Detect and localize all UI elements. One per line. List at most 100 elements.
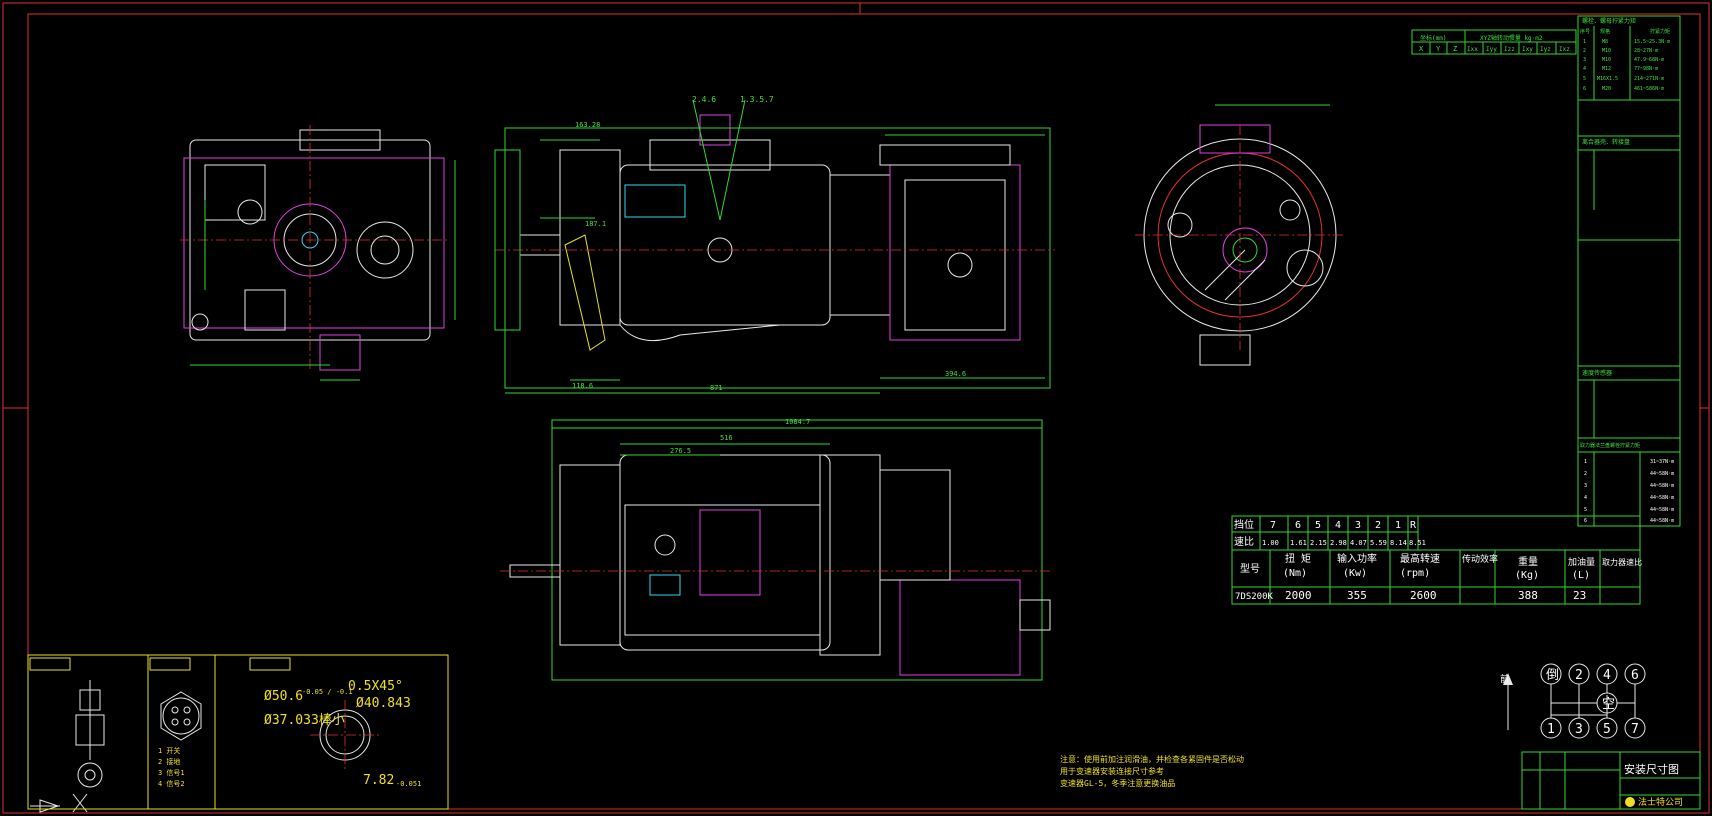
spec-ratio-label: 速比 bbox=[1234, 536, 1254, 548]
spec-value-torque: 2000 bbox=[1285, 589, 1312, 602]
bolt-row-3-torque: 47.9~68N·m bbox=[1634, 57, 1664, 63]
spec-ratio-1: 8.14 bbox=[1390, 539, 1407, 547]
dim-516: 516 bbox=[720, 434, 733, 442]
dim-width: 7.82 bbox=[363, 773, 394, 788]
left-end-view bbox=[180, 125, 456, 381]
pto-row-6-no: 6 bbox=[1584, 518, 1587, 524]
spec-gear-r: R bbox=[1410, 520, 1417, 531]
spec-ratio-r: 8.51 bbox=[1409, 539, 1426, 547]
spec-header-efficiency: 传动效率 bbox=[1462, 553, 1498, 565]
spec-header-speed-unit: (rpm) bbox=[1400, 568, 1430, 579]
top-view-dimensions: 1084.7 516 276.5 bbox=[670, 418, 810, 455]
dim-1084: 1084.7 bbox=[785, 418, 810, 426]
spec-header-oil: 加油量 bbox=[1568, 556, 1595, 568]
bolt-row-5-size: M16X1.5 bbox=[1597, 76, 1618, 82]
bolt-row-2-torque: 28~27N·m bbox=[1634, 48, 1658, 54]
bolt-table-title: 螺栓、螺母拧紧力矩 bbox=[1582, 17, 1636, 25]
spec-gears: 7 6 5 4 3 2 1 R bbox=[1270, 520, 1417, 531]
inertia-columns: X Y Z Ixx Iyy Izz Ixy Iyz Ixz bbox=[1419, 45, 1570, 53]
dim-outer-tolerance: -0.05 / -0.1 bbox=[302, 688, 353, 696]
pto-row-4-torque: 44~58N·m bbox=[1650, 495, 1674, 501]
bolt-row-3-size: M10 bbox=[1602, 57, 1611, 63]
connector-legend-1: 1 开关 bbox=[158, 746, 180, 755]
spec-ratio-3: 4.07 bbox=[1350, 539, 1367, 547]
inertia-col-ixy: Ixy bbox=[1522, 46, 1533, 53]
bolt-row-1-size: M8 bbox=[1602, 39, 1608, 45]
connector-legend: 1 开关 2 接地 3 信号1 4 信号2 bbox=[158, 746, 185, 788]
bolt-row-1-torque: 15.5~25.3N·m bbox=[1634, 39, 1670, 45]
bolt-col-size: 规格 bbox=[1600, 28, 1610, 35]
spec-ratio-5: 2.15 bbox=[1310, 539, 1327, 547]
inertia-table bbox=[1411, 29, 1577, 55]
dim-163: 163.28 bbox=[575, 121, 600, 129]
gear-1: 1 bbox=[1547, 722, 1555, 737]
spec-gear-3: 3 bbox=[1355, 520, 1361, 531]
spec-gear-4: 4 bbox=[1335, 520, 1341, 531]
bolt-row-4-torque: 77~98N·m bbox=[1634, 66, 1658, 72]
bolt-row-5-torque: 214~271N·m bbox=[1634, 76, 1664, 82]
pto-row-6-torque: 44~58N·m bbox=[1650, 518, 1674, 524]
connector-legend-4: 4 信号2 bbox=[158, 779, 185, 788]
dim-pitch-diameter: Ø40.843 bbox=[356, 696, 411, 711]
bolt-row-1-no: 1 bbox=[1583, 39, 1586, 45]
gear-3: 3 bbox=[1575, 722, 1583, 737]
note-1: 注意：使用前加注润滑油，并检查各紧固件是否松动 bbox=[1060, 754, 1244, 764]
mid-table-2-title: 速度传感器 bbox=[1582, 369, 1612, 377]
bolt-col-torque: 拧紧力矩 bbox=[1650, 28, 1670, 35]
spec-ratio-6: 1.61 bbox=[1290, 539, 1307, 547]
spec-header-pto: 取力器速比 bbox=[1602, 557, 1642, 567]
dim-width-tolerance: -0.051 bbox=[396, 780, 421, 788]
connector-legend-3: 3 信号1 bbox=[158, 768, 185, 777]
drawing-notes: 注意：使用前加注润滑油，并检查各紧固件是否松动 用于变速器安装连接尺寸参考 变速… bbox=[1060, 754, 1244, 788]
pto-row-1-torque: 31~37N·m bbox=[1650, 459, 1674, 465]
note-3: 变速器GL-5，冬季注意更换油品 bbox=[1060, 778, 1175, 788]
side-view-dimensions: 163.28 187.1 1.3.5.7 2.4.6 118.6 871 394… bbox=[572, 95, 966, 392]
spec-values: 7DS200K 2000 355 2600 388 23 bbox=[1235, 589, 1586, 602]
dim-187: 187.1 bbox=[585, 220, 606, 228]
inertia-col-ixx: Ixx bbox=[1467, 46, 1478, 53]
spline-detail-dimensions: 0.5X45° Ø50.6 -0.05 / -0.1 Ø40.843 Ø37.0… bbox=[264, 679, 421, 788]
main-side-view bbox=[494, 99, 1055, 394]
dim-root-diameter: Ø37.033棒小 bbox=[264, 713, 345, 728]
note-2: 用于变速器安装连接尺寸参考 bbox=[1060, 766, 1164, 776]
spec-header-model: 型号 bbox=[1240, 562, 1260, 575]
pto-row-2-no: 2 bbox=[1584, 471, 1587, 477]
dim-outer-diameter: Ø50.6 bbox=[264, 689, 303, 704]
inertia-col-x: X bbox=[1419, 45, 1424, 53]
drawing-name: 安装尺寸图 bbox=[1624, 762, 1679, 776]
top-view bbox=[500, 419, 1051, 681]
inertia-header-right: XYZ轴转动惯量 kg·m2 bbox=[1480, 34, 1543, 42]
connector-legend-2: 2 接地 bbox=[158, 757, 180, 766]
inertia-col-iyz: Iyz bbox=[1540, 46, 1551, 53]
spec-header-weight-unit: (Kg) bbox=[1515, 570, 1539, 581]
pto-row-4-no: 4 bbox=[1584, 495, 1587, 501]
inertia-col-izz: Izz bbox=[1504, 46, 1515, 53]
spec-value-oil: 23 bbox=[1573, 589, 1586, 602]
bolt-col-no: 序号 bbox=[1580, 28, 1590, 35]
gear-neutral: 空 bbox=[1602, 697, 1615, 712]
spec-header-oil-unit: (L) bbox=[1572, 570, 1590, 581]
shift-forward-label: 前 bbox=[1500, 673, 1509, 685]
gear-reverse: 倒 bbox=[1546, 668, 1559, 683]
bolt-row-2-no: 2 bbox=[1583, 48, 1586, 54]
spec-header-weight: 重量 bbox=[1518, 555, 1538, 568]
spec-value-weight: 388 bbox=[1518, 589, 1538, 602]
spec-gear-2: 2 bbox=[1375, 520, 1381, 531]
spec-ratio-2: 5.59 bbox=[1370, 539, 1387, 547]
bolt-row-4-no: 4 bbox=[1583, 66, 1586, 72]
spec-gear-7: 7 bbox=[1270, 520, 1276, 531]
dim-even-gears: 2.4.6 bbox=[692, 95, 716, 104]
spec-header-speed: 最高转速 bbox=[1400, 552, 1440, 565]
pto-row-3-no: 3 bbox=[1584, 483, 1587, 489]
spec-header-torque-unit: (Nm) bbox=[1283, 568, 1307, 579]
right-column-tables bbox=[1577, 15, 1681, 527]
pto-row-3-torque: 44~58N·m bbox=[1650, 483, 1674, 489]
dim-871: 871 bbox=[710, 384, 723, 392]
spec-gear-6: 6 bbox=[1295, 520, 1301, 531]
spec-header-torque: 扭 矩 bbox=[1285, 552, 1311, 565]
pto-table-rows: 1 31~37N·m 2 44~58N·m 3 44~58N·m 4 44~58… bbox=[1584, 459, 1674, 524]
gear-4: 4 bbox=[1603, 668, 1611, 683]
